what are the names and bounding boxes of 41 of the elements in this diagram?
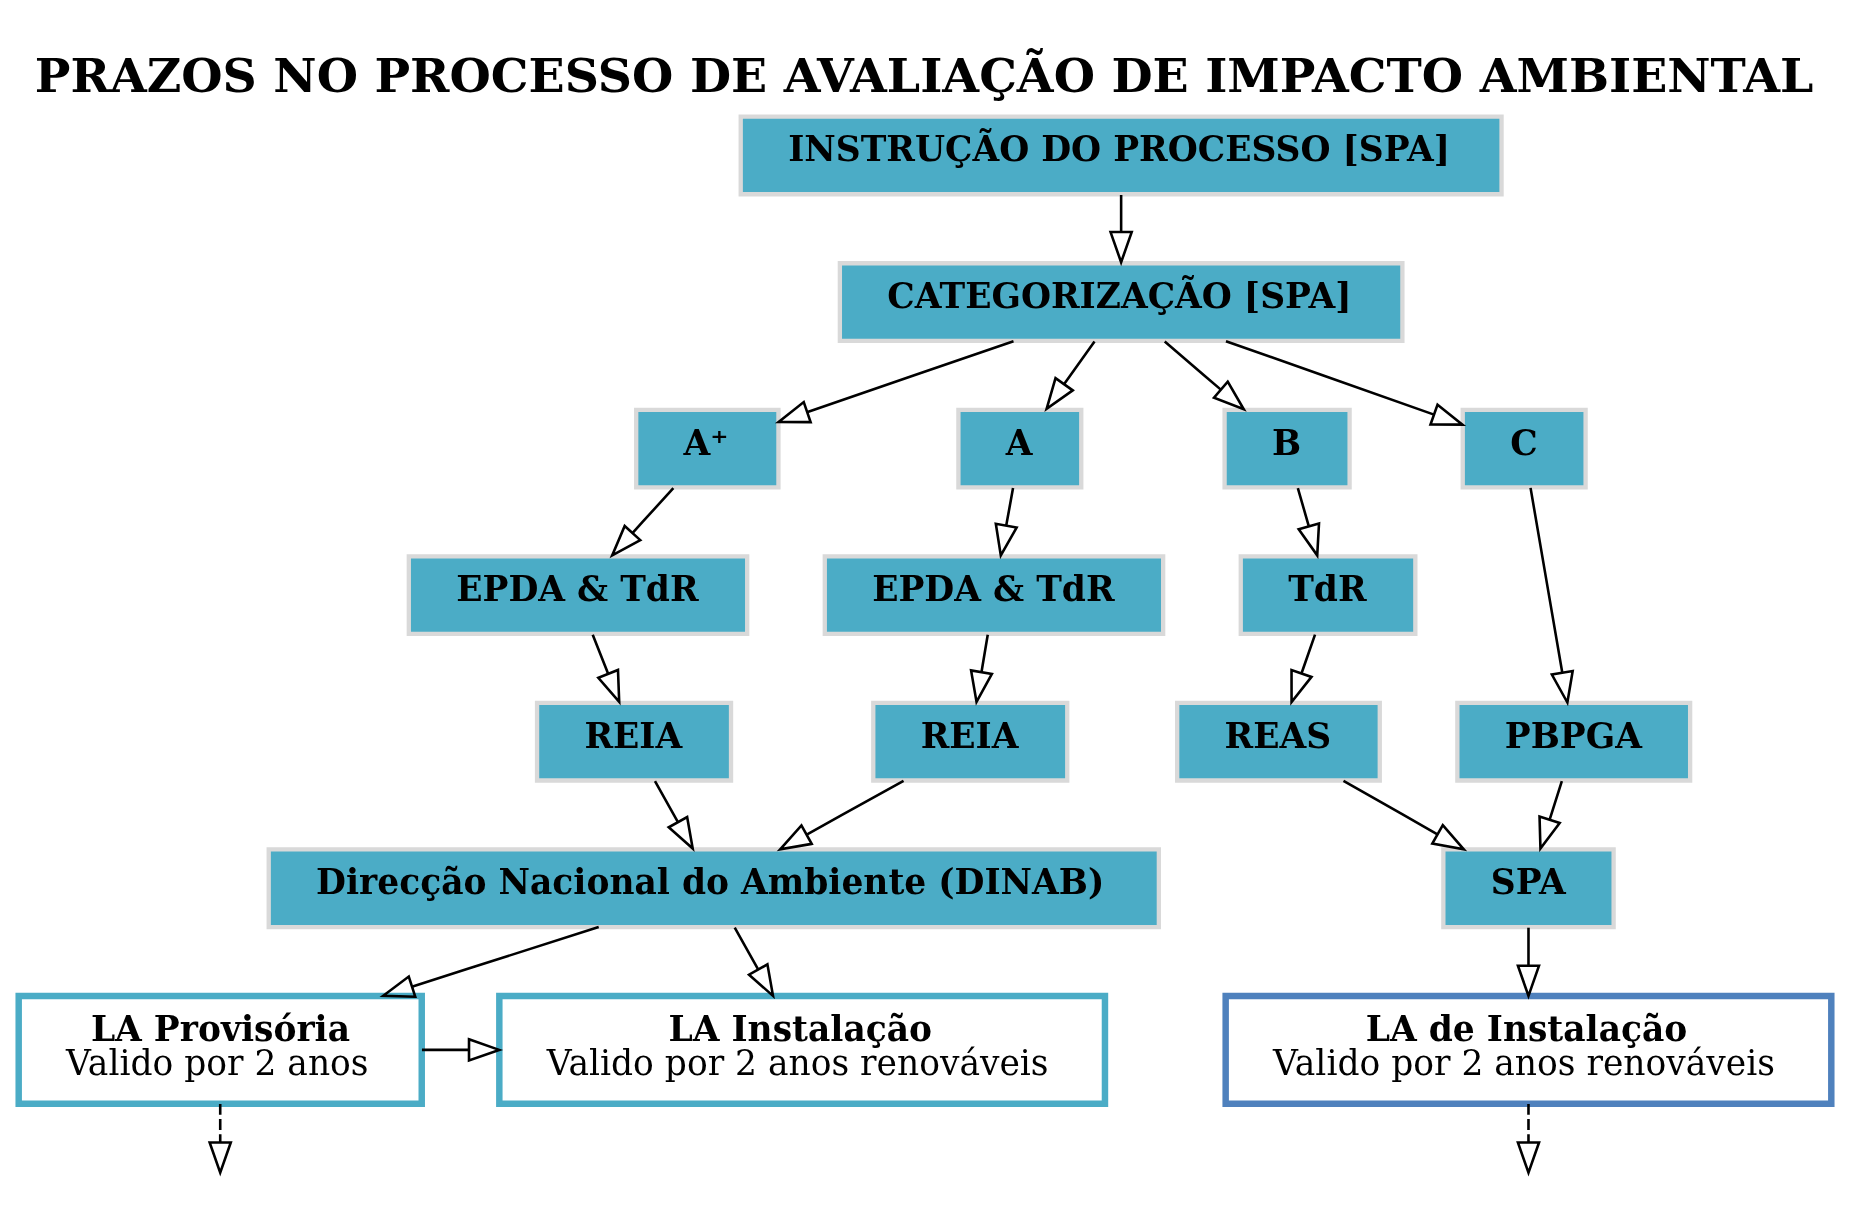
node-box: PBPGA: [1454, 700, 1692, 783]
arrow: [1108, 195, 1133, 267]
node-box: INSTRUÇÃO DO PROCESSO [SPA]: [738, 114, 1504, 197]
arrow: [379, 925, 599, 998]
arrow: [776, 779, 904, 852]
arrow: [609, 487, 674, 559]
arrow: [1289, 634, 1316, 706]
node-box: A: [955, 407, 1083, 490]
arrow: [1043, 340, 1096, 412]
node-box: SPA: [1440, 847, 1616, 930]
node-box: REAS: [1174, 700, 1382, 783]
arrow: [1515, 1103, 1541, 1177]
arrow: [207, 1103, 233, 1177]
arrow: [774, 339, 1014, 424]
node-box: REIA: [870, 700, 1069, 783]
node-box: CATEGORIZAÇÃO [SPA]: [837, 261, 1405, 343]
arrow: [1537, 780, 1563, 853]
arrow: [1528, 487, 1574, 707]
node-box: A⁺: [633, 407, 781, 490]
arrow: [1163, 340, 1247, 412]
arrow: [1515, 927, 1541, 1000]
arrow: [993, 487, 1019, 560]
arrow: [733, 927, 775, 1000]
node-box: LA de Instalação Valido por 2 anos renováveis: [1221, 992, 1835, 1108]
arrow: [1296, 487, 1320, 560]
arrow: [591, 634, 621, 706]
diagram-title: PRAZOS NO PROCESSO DE AVALIAÇÃO DE IMPACTO AMBIENTAL: [34, 47, 1813, 104]
node-box: LA Provisória Valido por 2 anos: [14, 992, 425, 1108]
node-box: C: [1460, 407, 1588, 490]
node-box: EPDA & TdR: [406, 554, 749, 637]
arrow: [1225, 339, 1466, 426]
node-box: B: [1221, 407, 1352, 490]
arrow: [653, 780, 695, 852]
arrow: [421, 1037, 503, 1063]
node-box: TdR: [1238, 554, 1417, 637]
node-box: Direcção Nacional do Ambiente (DINAB): [266, 847, 1161, 930]
node-box: REIA: [534, 700, 733, 783]
arrow: [1342, 779, 1467, 852]
node-box: EPDA & TdR: [822, 554, 1165, 637]
node-box: LA Instalação Valido por 2 anos renováveis: [495, 992, 1108, 1108]
arrow: [969, 634, 994, 706]
